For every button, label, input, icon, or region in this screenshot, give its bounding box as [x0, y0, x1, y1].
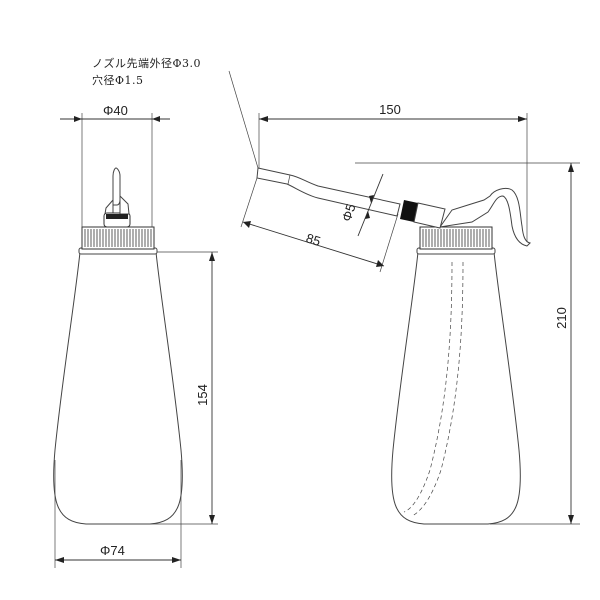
front-nozzle: [103, 167, 131, 228]
front-view: Φ40 154 Φ74: [53, 103, 218, 568]
dim-body-height-label: 154: [195, 384, 210, 406]
front-bottle-body: [53, 251, 183, 525]
front-nozzle-band: [106, 214, 128, 219]
dim-nozzle-diameter-label: Φ5: [339, 202, 359, 223]
dim-overall-width-label: 150: [379, 102, 401, 117]
side-view: 150 210 85 Φ5: [228, 70, 580, 525]
dim-body-diameter-label: Φ74: [100, 543, 125, 558]
note-leader: [228, 70, 259, 169]
side-cap: [419, 226, 493, 250]
notes: ノズル先端外径Φ3.0 穴径Φ1.5: [92, 56, 201, 87]
note-nozzle-tip: ノズル先端外径Φ3.0: [92, 56, 201, 70]
internal-tube: [403, 261, 453, 513]
nozzle-tube: [256, 167, 401, 217]
dim-nozzle-diameter: Φ5: [339, 173, 384, 237]
dim-nozzle-length-label: 85: [304, 230, 322, 249]
spout-base: [438, 187, 532, 247]
dim-nozzle-length: 85: [240, 177, 399, 273]
dim-overall-width: 150: [258, 102, 528, 242]
dim-cap-diameter: Φ40: [60, 103, 170, 227]
dim-overall-height: 210: [355, 162, 580, 525]
front-cap: [81, 226, 155, 250]
note-hole: 穴径Φ1.5: [92, 73, 144, 87]
dim-body-height: 154: [150, 251, 218, 525]
dim-overall-height-label: 210: [554, 307, 569, 329]
dim-cap-diameter-label: Φ40: [103, 103, 128, 118]
nozzle-band: [400, 200, 418, 222]
dim-body-diameter: Φ74: [54, 460, 182, 568]
